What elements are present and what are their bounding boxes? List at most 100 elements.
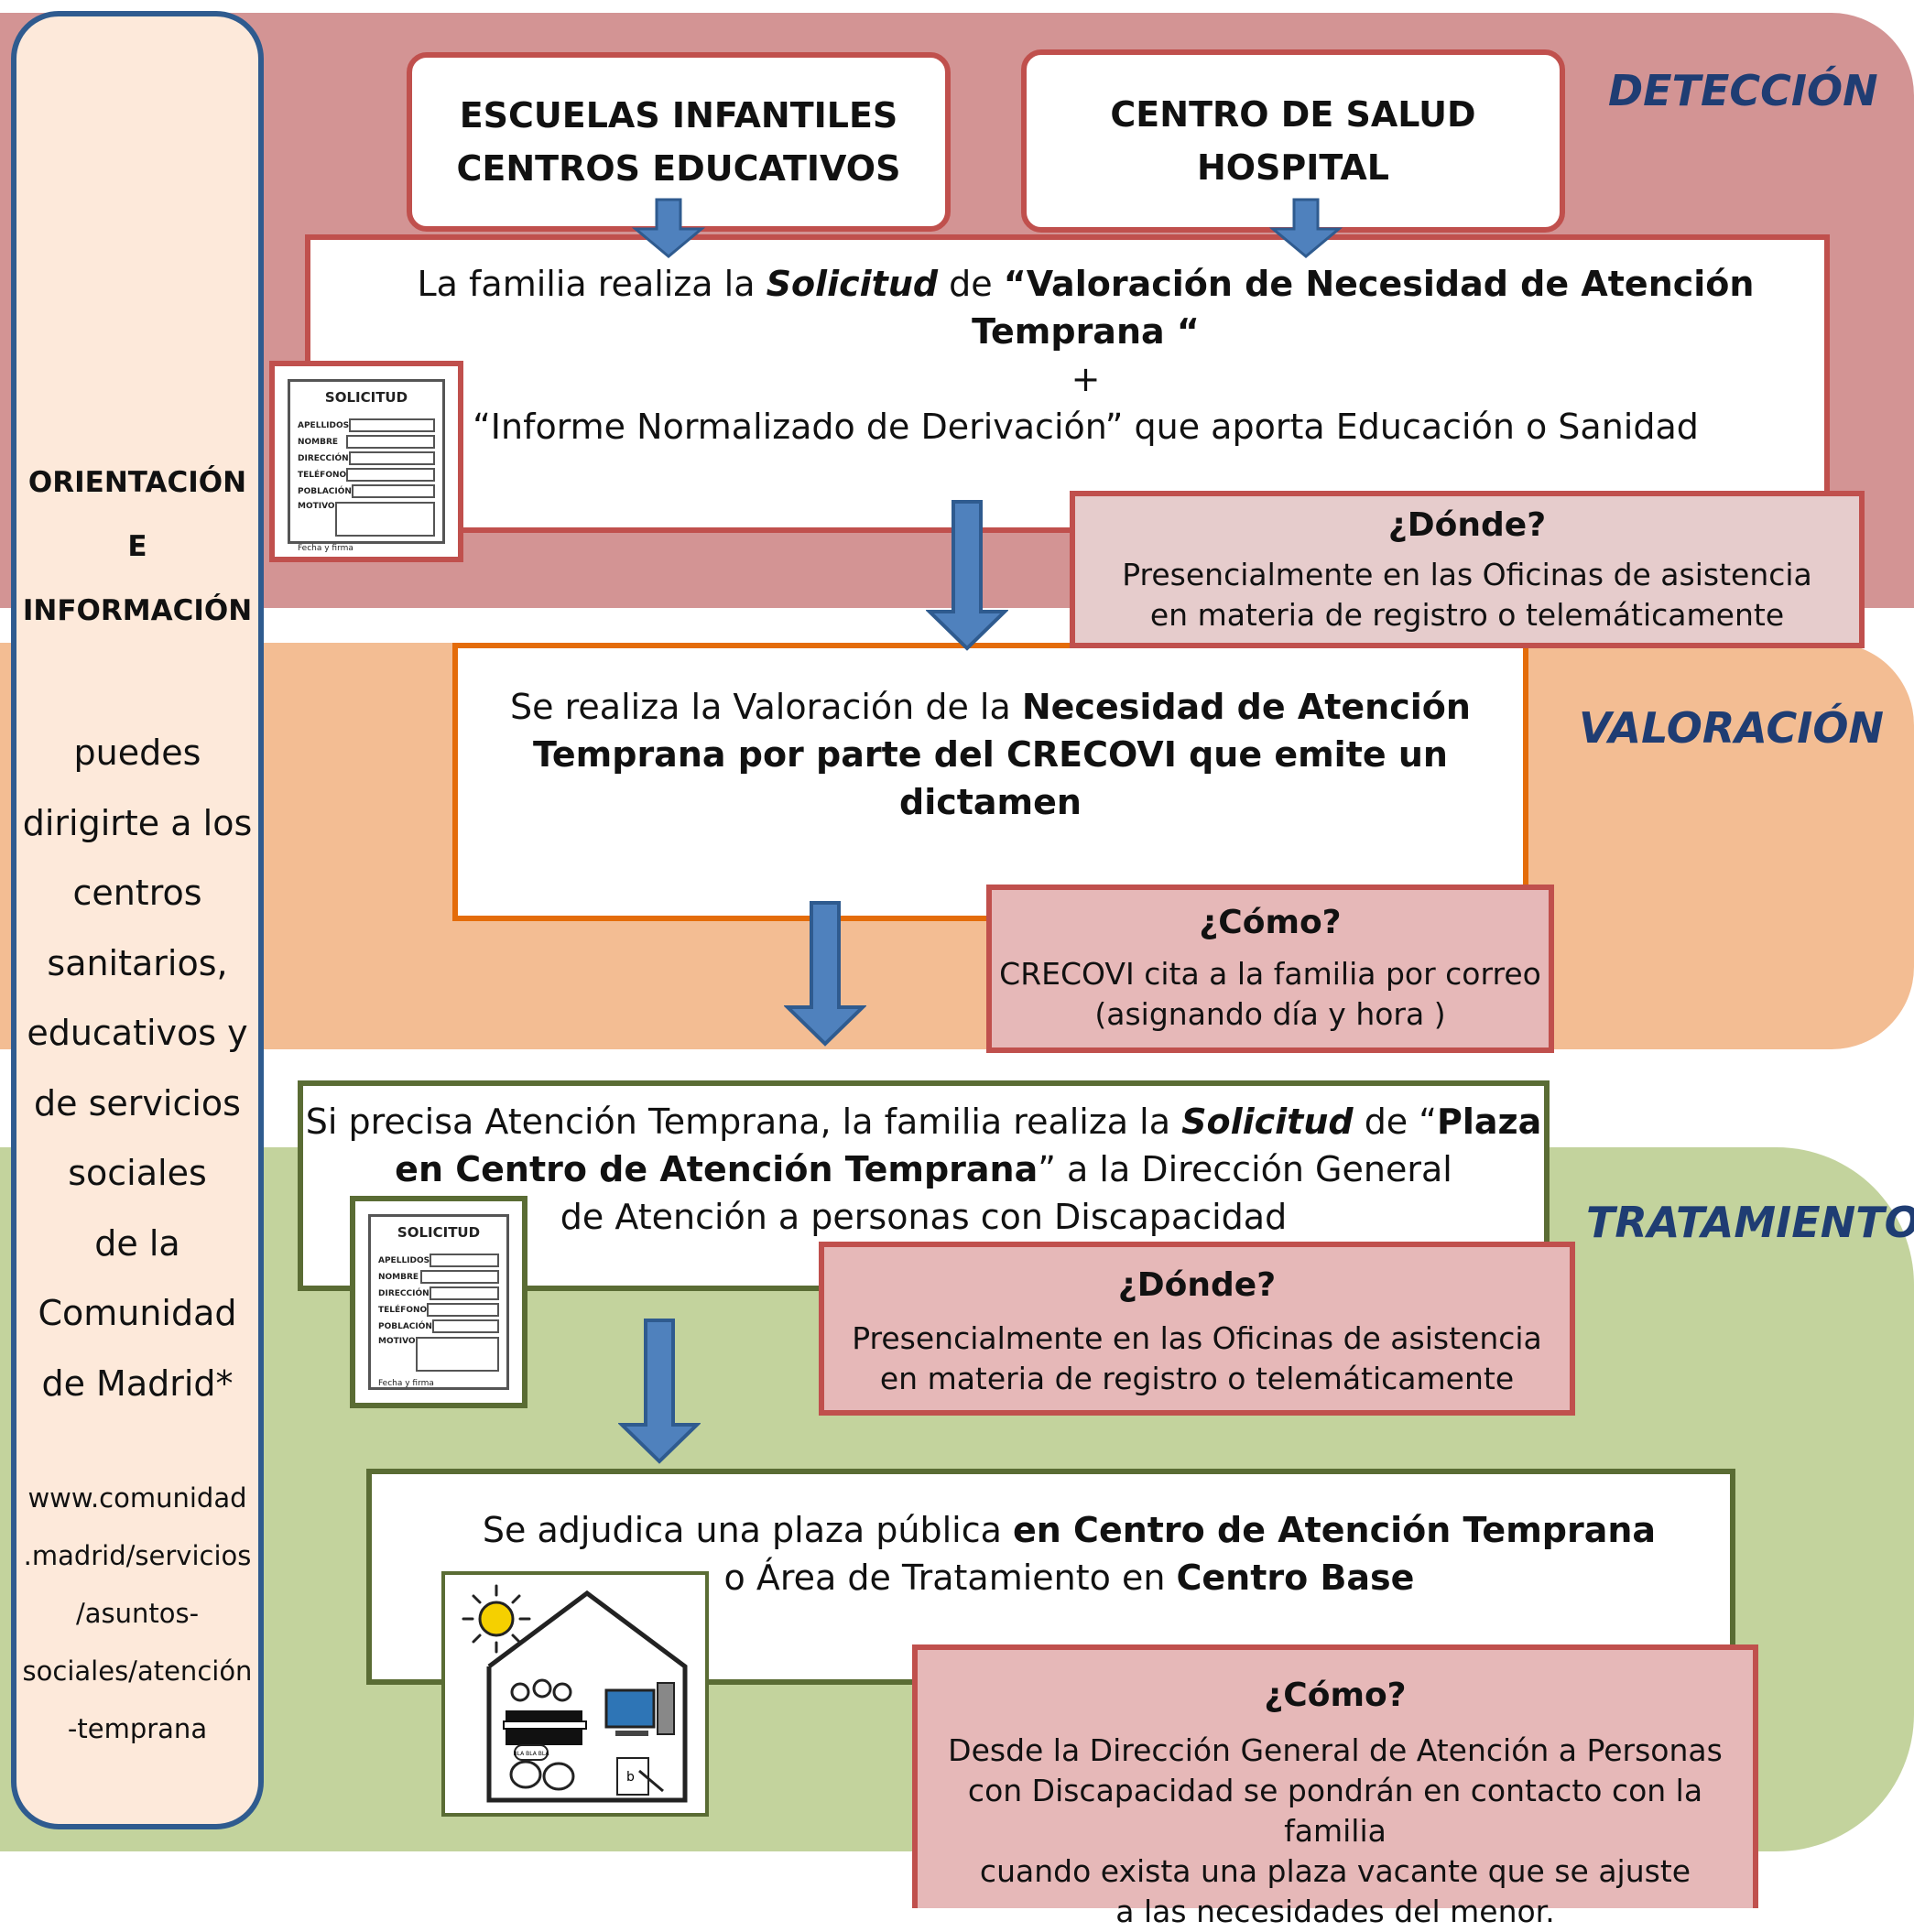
step4-line1: Se adjudica una plaza pública en Centro … — [483, 1506, 1656, 1554]
step4-text: Se adjudica una plaza pública — [482, 1510, 1013, 1550]
form-sign: Fecha y firma — [298, 544, 353, 553]
sidebar-text-line: Comunidad — [38, 1293, 237, 1333]
step2-line2: Temprana por parte del CRECOVI que emite… — [533, 734, 1448, 822]
escuelas-line: CENTROS EDUCATIVOS — [456, 148, 901, 189]
sidebar-text-line: de la — [94, 1222, 180, 1264]
note-line: en materia de registro o telemáticamente — [1149, 597, 1785, 633]
sidebar-text: puedes dirigirte a los centros sanitario… — [16, 718, 258, 1418]
step1-solicitud-valoracion: La familia realiza la Solicitud de “Valo… — [305, 234, 1830, 533]
note-line: Presencialmente en las Oficinas de asist… — [1122, 557, 1812, 592]
note-line: Presencialmente en las Oficinas de asist… — [852, 1320, 1542, 1356]
form-field-label: TELÉFONO — [298, 470, 347, 480]
note-como-2: ¿Cómo? Desde la Dirección General de Ate… — [912, 1644, 1758, 1929]
sidebar-title-line: ORIENTACIÓN — [27, 466, 247, 499]
step1-line1: La familia realiza la Solicitud de “Valo… — [347, 260, 1824, 355]
step1-text: La familia realiza la — [417, 264, 767, 304]
stage-valoracion: VALORACIÓN — [1579, 703, 1884, 753]
salud-line: CENTRO DE SALUD — [1110, 94, 1476, 135]
form-sign: Fecha y firma — [378, 1379, 434, 1388]
step2-line1: Se realiza la Valoración de la Necesidad… — [510, 683, 1471, 731]
form-title: SOLICITUD — [324, 389, 408, 406]
form-field-label: APELLIDOS — [378, 1255, 430, 1265]
form-field-label: NOMBRE — [378, 1272, 419, 1282]
sidebar-url-line[interactable]: /asuntos- — [75, 1598, 200, 1629]
note-question: ¿Dónde? — [1117, 1266, 1277, 1304]
step3-line1: Si precisa Atención Temprana, la familia… — [306, 1098, 1542, 1145]
note-line: a las necesidades del menor. — [1115, 1894, 1555, 1929]
sidebar-text-line: de servicios — [34, 1082, 241, 1123]
form-title: SOLICITUD — [397, 1224, 481, 1241]
form-field-label: APELLIDOS — [298, 420, 350, 430]
note-question: ¿Cómo? — [1199, 904, 1342, 941]
form-field-label: NOMBRE — [298, 437, 339, 447]
sidebar-text-line: educativos y — [27, 1013, 248, 1053]
sidebar-title-line: INFORMACIÓN — [22, 594, 253, 627]
note-question: ¿Dónde? — [1387, 506, 1547, 544]
form-field-label: TELÉFONO — [378, 1305, 428, 1315]
sidebar-url-line[interactable]: .madrid/servicios — [23, 1540, 252, 1571]
step4-text: en Centro de Atención Temprana — [1013, 1510, 1657, 1550]
down-arrow-icon — [618, 1319, 701, 1464]
note-line: en materia de registro o telemáticamente — [879, 1361, 1515, 1396]
svg-text:b: b — [626, 1770, 635, 1785]
note-donde-1: ¿Dónde? Presencialmente en las Oficinas … — [1070, 491, 1865, 648]
step1-text: de — [938, 264, 1004, 304]
sidebar-title: ORIENTACIÓN E INFORMACIÓN — [16, 450, 258, 643]
step3-line2: en Centro de Atención Temprana” a la Dir… — [395, 1145, 1452, 1193]
stage-deteccion: DETECCIÓN — [1608, 66, 1878, 115]
step3-text: Si precisa Atención Temprana, la familia… — [305, 1102, 1182, 1142]
step1-text: Solicitud — [766, 264, 939, 304]
centro-house-icon: BLA BLA BLA b — [441, 1571, 709, 1817]
sidebar-url-line[interactable]: www.comunidad — [27, 1482, 247, 1514]
down-arrow-icon — [926, 500, 1008, 651]
note-line: cuando exista una plaza vacante que se a… — [979, 1853, 1691, 1889]
note-line: CRECOVI cita a la familia por correo — [999, 956, 1541, 992]
step3-text: Solicitud — [1181, 1102, 1354, 1142]
sidebar-text-line: sanitarios, — [47, 942, 228, 983]
sidebar-text-line: dirigirte a los — [22, 802, 253, 843]
orientacion-sidebar: ORIENTACIÓN E INFORMACIÓN puedes dirigir… — [11, 11, 264, 1829]
stage-tratamiento: TRATAMIENTO — [1586, 1198, 1914, 1247]
form-field-label: POBLACIÓN — [298, 486, 352, 496]
form-field-label: MOTIVO — [378, 1337, 416, 1346]
step4-line2: o Área de Tratamiento en Centro Base — [724, 1554, 1415, 1601]
form-field-label: MOTIVO — [298, 502, 335, 511]
note-como-1: ¿Cómo? CRECOVI cita a la familia por cor… — [986, 885, 1554, 1053]
salud-line: HOSPITAL — [1196, 147, 1390, 188]
note-donde-2: ¿Dónde? Presencialmente en las Oficinas … — [819, 1242, 1575, 1416]
form-field-label: DIRECCIÓN — [378, 1288, 430, 1298]
escuelas-line: ESCUELAS INFANTILES — [459, 95, 898, 136]
step2-valoracion-crecovi: Se realiza la Valoración de la Necesidad… — [452, 643, 1528, 921]
note-line: (asignando día y hora ) — [1094, 996, 1446, 1032]
speech-bubble-text: BLA BLA BLA — [514, 1751, 550, 1757]
step2-text: Se realiza la Valoración de la — [510, 687, 1022, 727]
step3-text: Plaza — [1436, 1102, 1542, 1142]
sidebar-url[interactable]: www.comunidad .madrid/servicios /asuntos… — [16, 1470, 258, 1758]
note-line: con Discapacidad se pondrán en contacto … — [967, 1773, 1703, 1849]
sidebar-text-line: de Madrid* — [41, 1362, 234, 1404]
sidebar-url-line[interactable]: sociales/atención — [22, 1655, 253, 1687]
sidebar-text-line: centros — [72, 873, 202, 913]
step1-text: “Valoración de Necesidad de Atención Tem… — [972, 264, 1755, 352]
form-field-label: DIRECCIÓN — [298, 453, 349, 463]
sidebar-text-line: puedes — [73, 733, 201, 773]
down-arrow-icon — [784, 901, 866, 1047]
step3-text: de “ — [1353, 1102, 1437, 1142]
note-line: Desde la Dirección General de Atención a… — [948, 1732, 1723, 1768]
form-field-label: POBLACIÓN — [378, 1321, 432, 1331]
down-arrow-icon — [1269, 198, 1343, 258]
step4-text: o Área de Tratamiento en — [723, 1558, 1177, 1598]
note-question: ¿Cómo? — [1264, 1677, 1407, 1714]
step3-text: en Centro de Atención Temprana — [395, 1149, 1039, 1189]
solicitud-form-icon: SOLICITUD APELLIDOS NOMBRE DIRECCIÓN TEL… — [350, 1196, 527, 1408]
step3-line3: de Atención a personas con Discapacidad — [560, 1197, 1288, 1237]
sidebar-url-line[interactable]: -temprana — [67, 1713, 208, 1744]
step1-plus: + — [1071, 359, 1101, 399]
down-arrow-icon — [632, 198, 705, 258]
step3-text: ” a la Dirección General — [1038, 1149, 1452, 1189]
step1-line3: “Informe Normalizado de Derivación” que … — [473, 407, 1699, 447]
sidebar-text-line: sociales — [68, 1153, 207, 1193]
sidebar-title-line: E — [127, 530, 147, 563]
solicitud-form-icon: SOLICITUD APELLIDOS NOMBRE DIRECCIÓN TEL… — [269, 361, 463, 562]
step4-text: Centro Base — [1176, 1558, 1415, 1598]
